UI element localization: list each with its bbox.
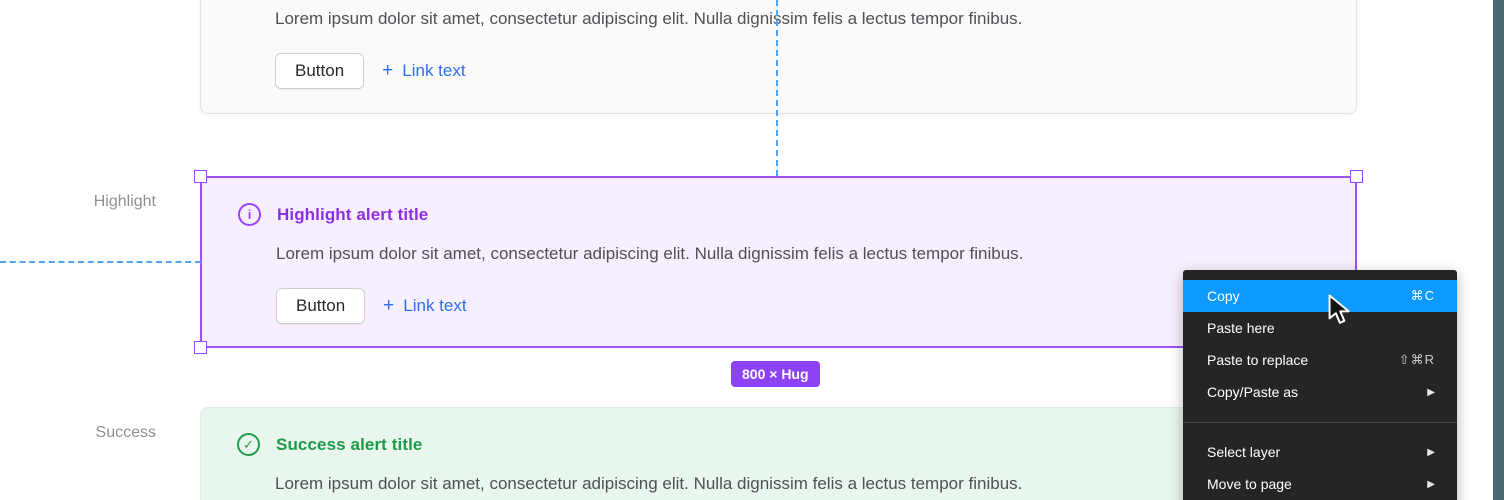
context-menu: Copy ⌘C Paste here Paste to replace ⇧⌘R …	[1183, 270, 1457, 500]
alert-link-label: Link text	[402, 61, 466, 80]
submenu-arrow-icon: ▶	[1427, 446, 1435, 458]
menu-shortcut: ⌘C	[1410, 288, 1435, 303]
info-icon: i	[238, 203, 261, 226]
plus-icon: +	[383, 295, 395, 316]
menu-item-move-to-page[interactable]: Move to page ▶	[1183, 468, 1457, 500]
alert-body-text: Lorem ipsum dolor sit amet, consectetur …	[276, 244, 1024, 263]
submenu-arrow-icon: ▶	[1427, 386, 1435, 398]
selection-handle-top-right[interactable]	[1350, 170, 1363, 183]
menu-item-paste-to-replace[interactable]: Paste to replace ⇧⌘R	[1183, 344, 1457, 376]
alert-title: Success alert title	[276, 434, 423, 454]
alert-card-success[interactable]: ✓ Success alert title Lorem ipsum dolor …	[200, 407, 1357, 500]
vertical-guide-line	[776, 0, 778, 176]
menu-item-label: Select layer	[1207, 444, 1281, 460]
right-edge-panel-strip	[1493, 0, 1504, 500]
menu-item-label: Move to page	[1207, 476, 1292, 492]
menu-item-select-layer[interactable]: Select layer ▶	[1183, 436, 1457, 468]
section-label-highlight: Highlight	[93, 193, 156, 210]
menu-item-paste-here[interactable]: Paste here	[1183, 312, 1457, 344]
alert-title: Highlight alert title	[277, 204, 429, 224]
plus-icon: +	[382, 60, 394, 81]
selection-handle-bottom-left[interactable]	[194, 341, 207, 354]
menu-item-copy[interactable]: Copy ⌘C	[1183, 280, 1457, 312]
menu-item-label: Copy	[1207, 288, 1240, 304]
alert-card-highlight[interactable]: i Highlight alert title Lorem ipsum dolo…	[194, 170, 1363, 354]
section-label-success: Success	[95, 424, 156, 441]
alert-button[interactable]: Button	[275, 53, 365, 89]
mouse-cursor-icon	[1327, 294, 1355, 331]
menu-item-label: Copy/Paste as	[1207, 384, 1299, 400]
alert-body-text: Lorem ipsum dolor sit amet, consectetur …	[275, 9, 1023, 28]
menu-separator	[1183, 422, 1457, 423]
menu-shortcut: ⇧⌘R	[1398, 352, 1435, 367]
alert-button[interactable]: Button	[276, 288, 366, 324]
submenu-arrow-icon: ▶	[1427, 478, 1435, 490]
alert-body-text: Lorem ipsum dolor sit amet, consectetur …	[275, 474, 1023, 493]
alert-link[interactable]: + Link text	[383, 295, 466, 317]
selection-handle-top-left[interactable]	[194, 170, 207, 183]
check-circle-icon: ✓	[237, 433, 260, 456]
menu-item-copy-paste-as[interactable]: Copy/Paste as ▶	[1183, 376, 1457, 408]
menu-item-label: Paste to replace	[1207, 352, 1309, 368]
alert-link-label: Link text	[403, 296, 467, 315]
selection-size-badge: 800 × Hug	[731, 361, 820, 387]
alert-link[interactable]: + Link text	[382, 60, 465, 82]
menu-item-label: Paste here	[1207, 320, 1275, 336]
horizontal-guide-line	[0, 261, 201, 263]
alert-card-default[interactable]: Lorem ipsum dolor sit amet, consectetur …	[200, 0, 1357, 114]
